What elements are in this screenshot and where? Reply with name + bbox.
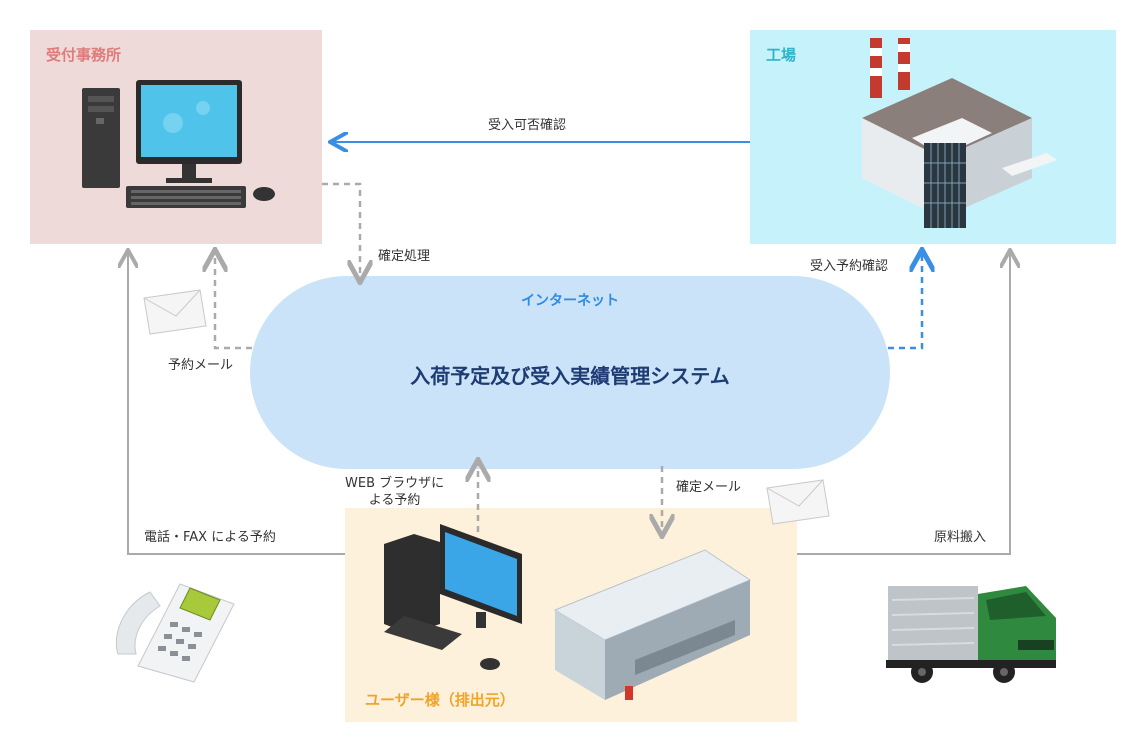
material-delivery-label: 原料搬入	[934, 530, 987, 545]
user-title: ユーザー様（排出元）	[365, 691, 515, 709]
internet-cloud: インターネット 入荷予定及び受入実績管理システム	[250, 276, 890, 469]
phone-fax-label: 電話・FAX による予約	[144, 530, 276, 545]
reservation-check-label: 受入予約確認	[810, 259, 889, 274]
confirm-process-label: 確定処理	[378, 249, 431, 264]
telephone-icon	[115, 583, 235, 683]
cloud-label: インターネット	[521, 293, 619, 309]
envelope-icon	[766, 479, 830, 525]
material-delivery-arrow	[797, 252, 1010, 555]
envelope-icon	[143, 289, 207, 335]
desktop-computer-icon	[82, 80, 275, 208]
web-booking-label: WEB ブラウザに よる予約	[345, 476, 445, 508]
reservation-mail-label: 予約メール	[168, 358, 234, 373]
confirm-process-arrow	[322, 182, 360, 280]
phone-fax-arrow	[128, 252, 345, 555]
confirm-mail-label: 確定メール	[676, 480, 742, 495]
reservation-mail-arrow	[215, 252, 252, 350]
factory-title: 工場	[766, 46, 797, 64]
warehouse-icon	[553, 549, 752, 700]
user-computer-icon	[384, 524, 522, 670]
office-title: 受付事務所	[46, 46, 122, 64]
truck-icon	[886, 586, 1056, 683]
factory-icon	[862, 38, 1057, 228]
system-name: 入荷予定及び受入実績管理システム	[410, 364, 730, 388]
reservation-check-arrow	[888, 252, 922, 350]
acceptance-check-label: 受入可否確認	[488, 118, 567, 133]
